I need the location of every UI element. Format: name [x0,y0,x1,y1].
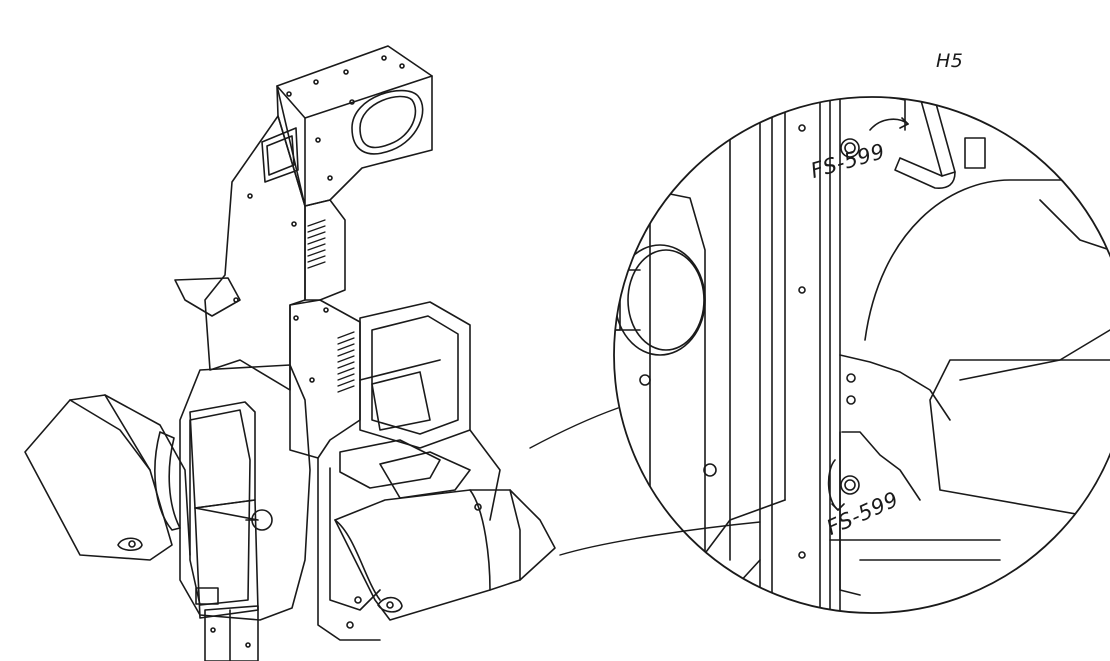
left-chute [25,395,190,560]
hex-key [895,10,985,188]
machine-column [205,116,360,458]
machine-assembly [25,46,555,661]
machine-display [360,302,470,448]
detail-leader-lines [530,408,760,555]
hex-key-label: H5 [936,50,964,72]
vent-lower [338,332,354,392]
center-mechanism [318,430,500,640]
machine-top-arm [262,46,432,206]
front-body [155,365,310,661]
vent-upper [308,220,325,268]
knob [600,245,705,355]
right-chute [335,490,555,620]
